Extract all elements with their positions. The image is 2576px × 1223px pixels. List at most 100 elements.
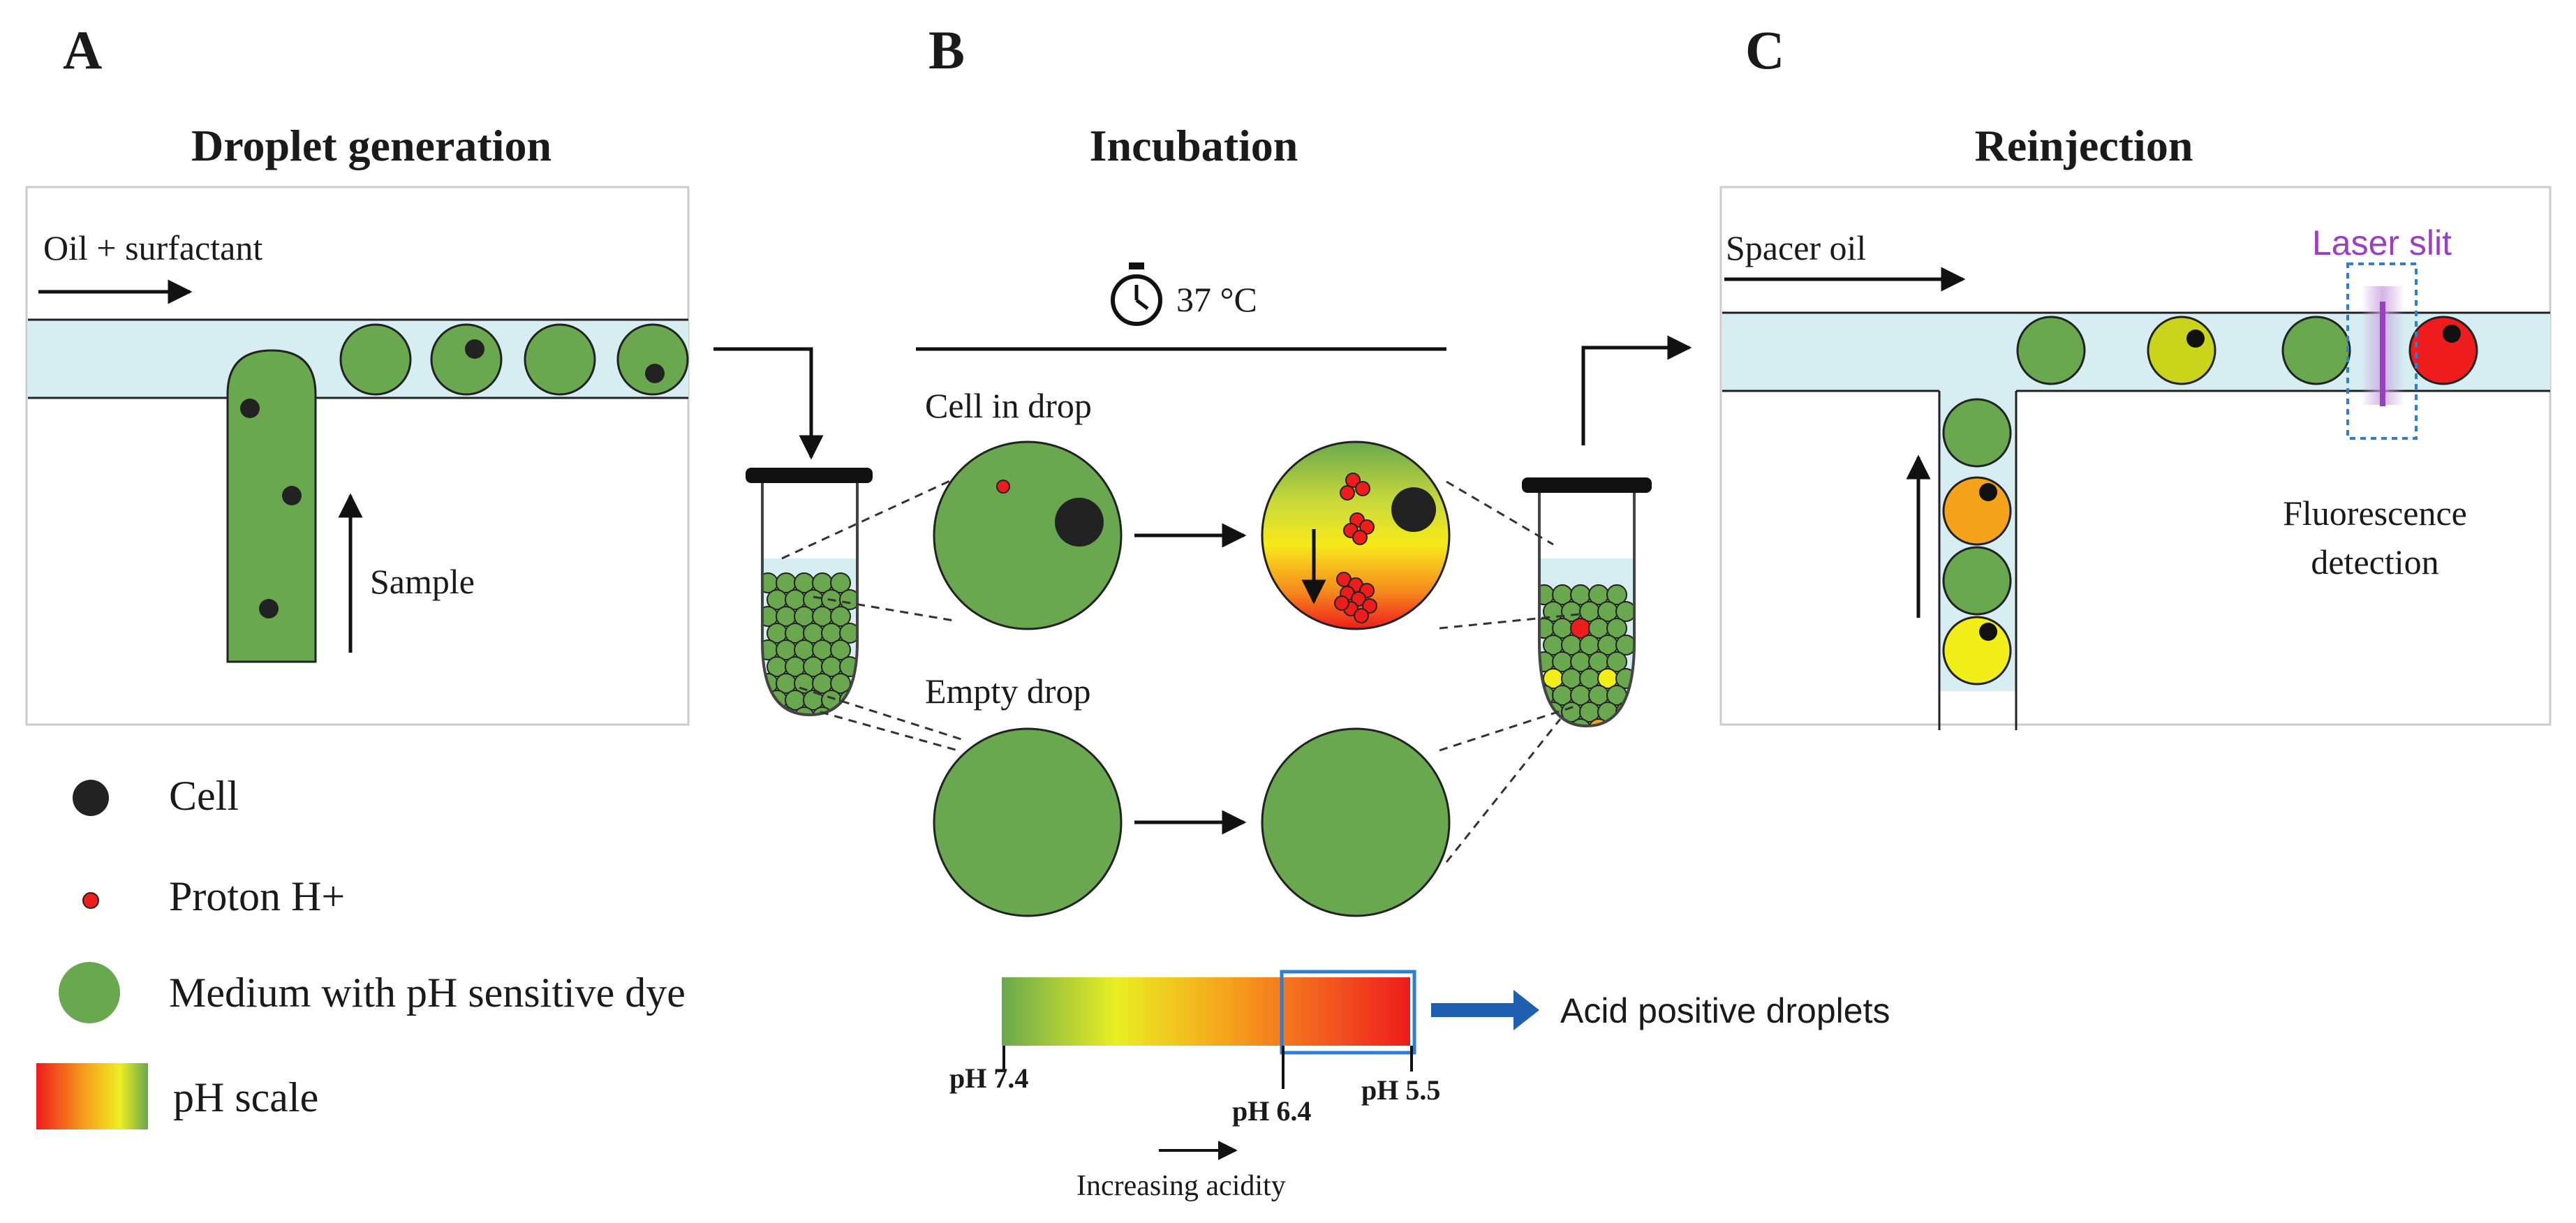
legend-proton-icon xyxy=(82,892,99,909)
proton-dot xyxy=(1345,473,1361,488)
droplet xyxy=(339,323,412,396)
droplet-green xyxy=(2281,316,2351,385)
spacer-oil-label: Spacer oil xyxy=(1726,228,1866,267)
proton-dot xyxy=(996,480,1010,494)
laser-slit-label: Laser slit xyxy=(2312,223,2452,262)
acid-positive-label: Acid positive droplets xyxy=(1560,991,1890,1030)
panel-c-letter: C xyxy=(1745,20,1784,80)
panel-a: Oil + surfactant Sample xyxy=(25,186,824,726)
increasing-acidity-label: Increasing acidity xyxy=(1076,1170,1286,1202)
panel-b-letter: B xyxy=(928,20,965,80)
empty-drop-label: Empty drop xyxy=(925,672,1090,711)
sample-label: Sample xyxy=(370,562,475,601)
ph-tick-label: pH 7.4 xyxy=(949,1062,1028,1094)
tube-droplet xyxy=(830,606,851,627)
cell-in-drop-label: Cell in drop xyxy=(925,386,1092,425)
proton-cluster xyxy=(1334,473,1377,623)
legend-medium-label: Medium with pH sensitive dye xyxy=(169,970,686,1016)
empty-droplet xyxy=(933,727,1123,917)
droplet xyxy=(430,323,503,396)
tube-droplet xyxy=(1606,651,1627,672)
droplet xyxy=(616,323,689,396)
ph-tick-label: pH 5.5 xyxy=(1361,1074,1440,1106)
droplet-with-cell xyxy=(933,440,1123,630)
tube-droplet xyxy=(1615,635,1634,655)
tube-droplet xyxy=(1570,718,1591,726)
cell-dot xyxy=(259,599,279,618)
legend-medium-icon xyxy=(59,962,120,1023)
to-incubation-arrow xyxy=(713,347,824,460)
sample-inlet xyxy=(226,349,317,663)
stopwatch-icon xyxy=(1111,262,1162,326)
tube-droplet xyxy=(1539,718,1555,726)
cell-dot xyxy=(2186,329,2205,348)
legend: Cell Proton H+ Medium with pH sensitive … xyxy=(36,773,686,1129)
proton-dot xyxy=(1362,598,1377,614)
panel-c-title: Reinjection xyxy=(1975,121,2193,170)
droplet xyxy=(524,323,596,396)
cell-dot xyxy=(645,364,665,383)
legend-cell-label: Cell xyxy=(169,773,239,819)
cell-dot xyxy=(465,339,484,359)
droplet-green xyxy=(2016,316,2086,385)
acid-selection-box xyxy=(1280,970,1416,1055)
tube-droplet xyxy=(830,639,851,660)
proton-dot xyxy=(1352,530,1368,545)
ph-tick-label: pH 6.4 xyxy=(1232,1095,1311,1127)
proton-dot xyxy=(1340,485,1355,501)
panel-a-frame xyxy=(25,186,690,726)
oil-surfactant-label: Oil + surfactant xyxy=(43,228,262,267)
cell-dot xyxy=(2443,325,2461,343)
droplet-green xyxy=(1942,398,2012,468)
proton-dot xyxy=(1354,608,1369,623)
droplet-yellow xyxy=(1942,616,2012,685)
cell-dot xyxy=(1979,623,1997,641)
panel-a-title: Droplet generation xyxy=(191,121,552,170)
ph-gradient xyxy=(1002,977,1410,1046)
legend-cell-icon xyxy=(73,780,109,816)
droplet-green xyxy=(1942,546,2012,616)
cell-dot xyxy=(240,399,260,418)
droplet-yellow xyxy=(2147,316,2216,385)
tube-droplets xyxy=(762,572,857,715)
panel-a-letter: A xyxy=(63,20,102,80)
panel-c-frame xyxy=(1719,186,2552,726)
panel-c: Spacer oil Laser slit Fluorescence detec… xyxy=(1719,186,2552,730)
tube-droplet xyxy=(1606,718,1627,726)
droplet-orange xyxy=(1942,476,2012,546)
tube-droplet xyxy=(762,706,778,715)
cell-dot xyxy=(282,486,302,505)
panel-b: 37 °C Cell in drop xyxy=(746,262,1692,917)
right-tube xyxy=(1522,477,1652,728)
tube-droplet xyxy=(1543,702,1564,722)
proton-dot xyxy=(1355,481,1370,496)
cell-dot xyxy=(1979,483,1997,501)
legend-proton-label: Proton H+ xyxy=(169,873,345,919)
ph-scale-bar: pH 7.4 pH 6.4 pH 5.5 Increasing acidity … xyxy=(949,970,1890,1202)
cell-dot xyxy=(1391,487,1436,532)
panel-b-title: Incubation xyxy=(1090,121,1298,170)
temperature-label: 37 °C xyxy=(1176,280,1257,319)
tube-droplet xyxy=(794,706,815,715)
legend-ph-label: pH scale xyxy=(173,1074,318,1120)
acid-arrow xyxy=(1431,990,1539,1030)
tube-droplet xyxy=(839,623,857,644)
proton-dot xyxy=(1334,595,1349,611)
empty-droplet-incubated xyxy=(1261,727,1451,917)
tube-droplet xyxy=(1606,584,1627,605)
to-reinjection-arrow xyxy=(1581,335,1692,445)
tube-droplet xyxy=(1615,601,1634,622)
droplet-red xyxy=(2408,316,2478,385)
cell-dot xyxy=(1055,498,1104,547)
tube-droplet xyxy=(1606,618,1627,639)
legend-ph-icon xyxy=(36,1063,148,1129)
fluorescence-detection-label: Fluorescence xyxy=(2283,494,2467,533)
tube-droplet xyxy=(830,572,851,593)
laser-slit-box xyxy=(2346,262,2418,440)
fluorescence-detection-label: detection xyxy=(2311,542,2438,581)
proton-dot xyxy=(1359,519,1375,535)
left-tube xyxy=(746,468,873,717)
tube-droplet xyxy=(839,589,857,610)
zoom-lines xyxy=(781,473,1580,863)
